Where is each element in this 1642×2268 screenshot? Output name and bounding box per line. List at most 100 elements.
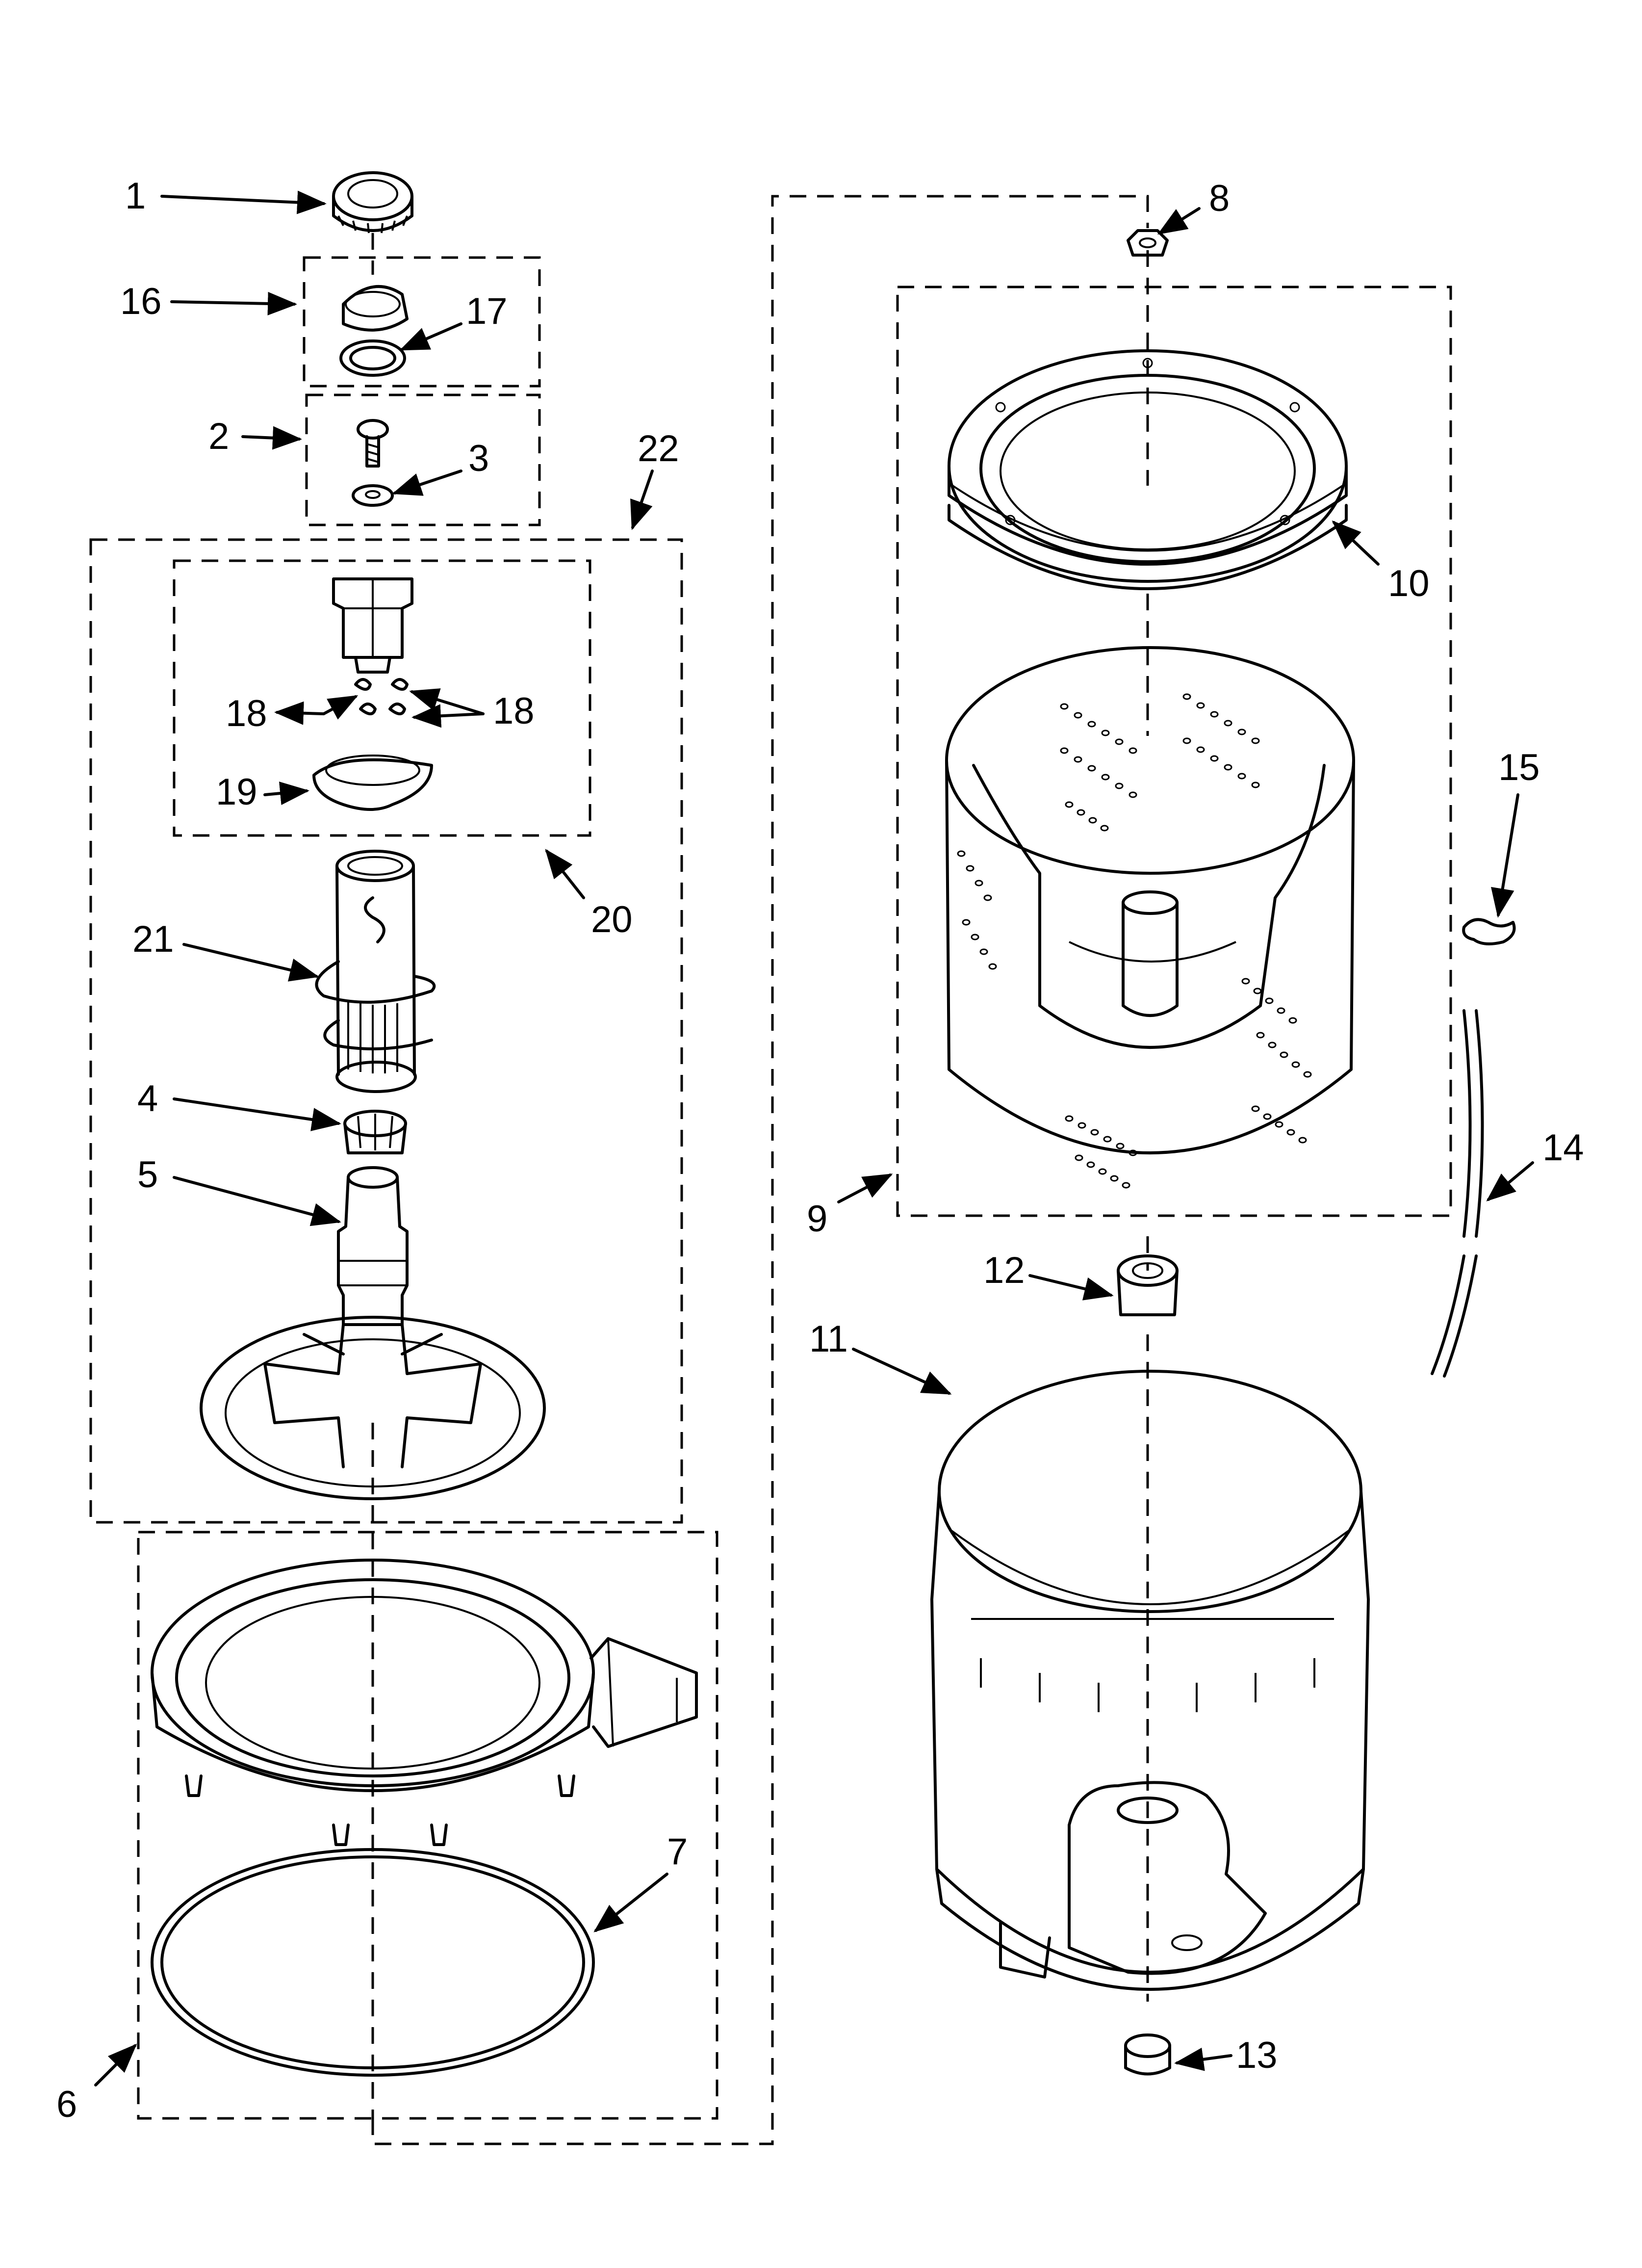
perforation-hole (1065, 1115, 1074, 1122)
callout-labels: 1 2 3 4 5 6 7 8 9 10 11 12 13 14 15 16 1… (56, 175, 1584, 2125)
perforation-hole (1060, 703, 1069, 710)
callout-21: 21 (132, 918, 174, 960)
perforation-hole (1196, 702, 1205, 709)
perforation-hole (1280, 1051, 1288, 1058)
perforation-hole (1291, 1061, 1300, 1068)
perforation-hole (971, 934, 979, 940)
part-20-agitator-dog-assembly (312, 577, 433, 811)
callout-19: 19 (216, 771, 257, 813)
perforation-hole (1078, 1122, 1086, 1129)
callout-7: 7 (667, 1831, 688, 1873)
group-box-20 (173, 559, 591, 837)
perforation-hole (1086, 1161, 1095, 1168)
group-box-16-17 (303, 256, 541, 388)
part-10-balance-ring (948, 349, 1348, 590)
perforation-hole (1224, 764, 1232, 771)
perforation-hole (1101, 730, 1110, 736)
callout-4: 4 (137, 1078, 158, 1120)
callout-22: 22 (638, 428, 679, 469)
part-6-tub-ring (151, 1559, 698, 1846)
perforation-hole (1265, 997, 1274, 1004)
perforation-hole (1196, 746, 1205, 753)
perforation-hole (1251, 782, 1260, 788)
callout-12: 12 (983, 1250, 1025, 1291)
part-21-agitator-barrel (315, 850, 436, 1093)
perforation-hole (1263, 1113, 1272, 1120)
perforation-hole (975, 880, 983, 886)
perforation-hole (979, 948, 988, 955)
basket-perforations (957, 693, 1312, 1189)
perforation-hole (1116, 1143, 1125, 1149)
callout-18-left: 18 (226, 693, 267, 734)
perforation-hole (1298, 1137, 1307, 1144)
callout-15: 15 (1498, 747, 1540, 788)
perforation-hole (1087, 721, 1096, 728)
part-4-drive-bell (343, 1110, 407, 1154)
perforation-hole (1182, 693, 1191, 700)
perforation-hole (1103, 1136, 1112, 1143)
callout-13: 13 (1236, 2034, 1278, 2076)
part-14-hose (1431, 1009, 1484, 1378)
perforation-hole (1098, 1168, 1107, 1175)
perforation-hole (1241, 978, 1250, 985)
part-3-washer (352, 484, 394, 507)
perforation-hole (1090, 1129, 1099, 1136)
perforation-hole (1256, 1032, 1265, 1039)
perforation-hole (1088, 817, 1097, 824)
part-13-plug (1124, 2033, 1171, 2076)
perforation-hole (1182, 737, 1191, 744)
group-box-2-3 (305, 393, 541, 526)
perforation-hole (1237, 773, 1246, 780)
perforation-hole (1100, 825, 1109, 832)
connector-line (371, 195, 1149, 2145)
perforation-hole (1087, 765, 1096, 772)
group-box-22 (89, 538, 683, 1524)
perforation-hole (1077, 809, 1085, 816)
leader-arrows (94, 190, 1534, 2086)
perforation-hole (1275, 1121, 1283, 1128)
perforation-hole (1277, 1007, 1285, 1014)
perforation-hole (1303, 1071, 1312, 1078)
perforation-hole (957, 850, 966, 857)
callout-3: 3 (468, 438, 489, 479)
callout-20: 20 (591, 899, 633, 940)
perforation-hole (1110, 1175, 1119, 1182)
callout-1: 1 (125, 175, 146, 217)
part-9-spin-basket (945, 646, 1355, 1154)
perforation-hole (1074, 712, 1082, 719)
part-11-outer-tub (930, 1370, 1370, 1991)
callout-16: 16 (120, 281, 162, 322)
part-8-spanner-nut (1127, 229, 1169, 257)
group-box-9-10 (896, 286, 1452, 1217)
perforation-hole (1129, 791, 1137, 798)
part-7-tub-seal (151, 1848, 595, 2077)
perforation-hole (1074, 756, 1082, 763)
perforation-hole (1075, 1154, 1083, 1161)
callout-9: 9 (807, 1198, 827, 1240)
perforation-hole (1224, 720, 1232, 727)
perforation-hole (1115, 782, 1124, 789)
perforation-hole (1251, 1105, 1260, 1112)
perforation-hole (1129, 1149, 1137, 1156)
perforation-hole (988, 963, 997, 970)
part-12-hub-nut (1117, 1254, 1179, 1316)
callout-18-right: 18 (493, 690, 535, 732)
callout-11: 11 (809, 1318, 848, 1360)
perforation-hole (1268, 1042, 1277, 1048)
perforation-hole (1065, 801, 1074, 808)
perforation-hole (1237, 729, 1246, 735)
perforation-hole (1101, 774, 1110, 781)
part-5-agitator-base (200, 1166, 546, 1500)
perforation-hole (1251, 737, 1260, 744)
part-16-cap-insert (342, 285, 409, 332)
callout-14: 14 (1542, 1127, 1584, 1169)
perforation-hole (1288, 1017, 1297, 1024)
part-2-bolt (357, 419, 389, 468)
part-1-agitator-cap (332, 171, 413, 234)
perforation-hole (1210, 711, 1219, 718)
callout-6: 6 (56, 2084, 77, 2125)
part-17-seal-ring (339, 339, 406, 377)
callout-5: 5 (137, 1154, 158, 1196)
perforation-hole (1129, 747, 1137, 754)
